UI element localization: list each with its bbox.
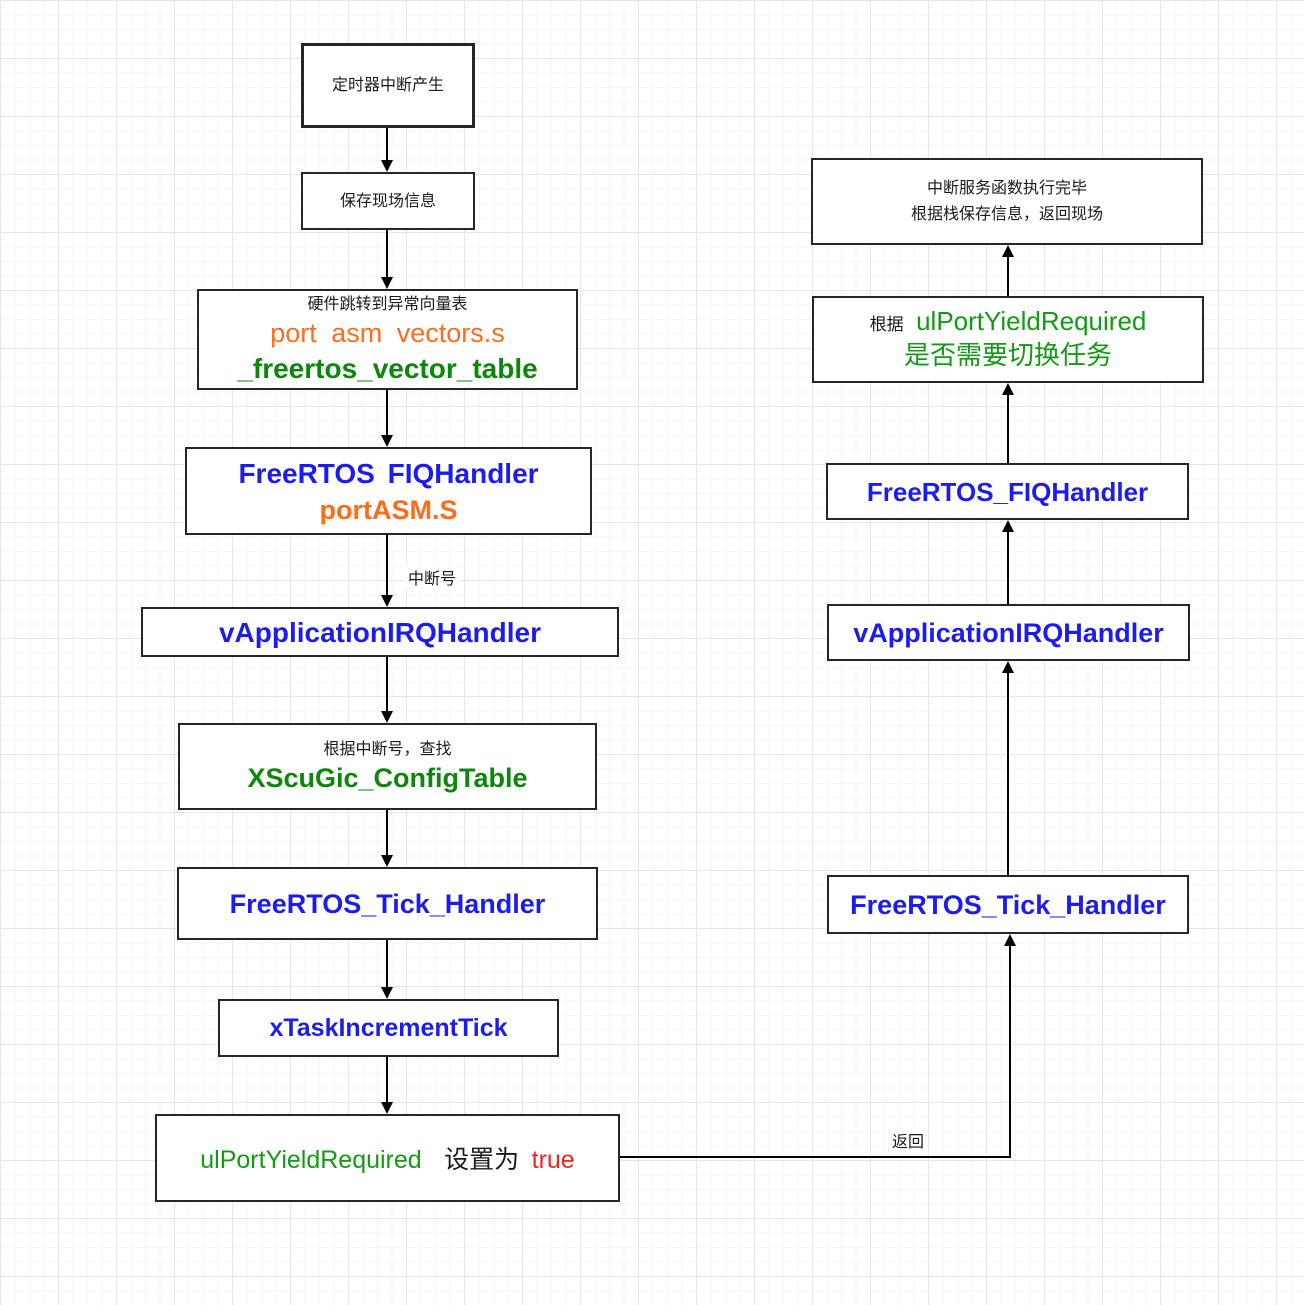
node-set-yield-required: ulPortYieldRequired 设置为 true bbox=[155, 1114, 620, 1202]
arrow-save-to-vector bbox=[381, 230, 393, 289]
node-isr-complete-line1: 中断服务函数执行完毕 bbox=[926, 179, 1087, 197]
arrow-irqreturn-to-fiqreturn bbox=[1002, 520, 1014, 604]
check-yield-var: ulPortYieldRequired bbox=[916, 306, 1147, 336]
arrow-config-to-tick bbox=[381, 810, 393, 867]
node-save-context: 保存现场信息 bbox=[301, 172, 475, 230]
arrow-vector-to-fiq bbox=[381, 390, 393, 447]
node-timer-interrupt: 定时器中断产生 bbox=[301, 43, 475, 128]
node-freertos-fiq-handler-return: FreeRTOS_FIQHandler bbox=[826, 463, 1189, 520]
connector-return-horizontal bbox=[620, 1156, 1011, 1158]
node-timer-interrupt-label: 定时器中断产生 bbox=[331, 77, 444, 94]
node-freertos-tick-handler-return: FreeRTOS_Tick_Handler bbox=[827, 875, 1189, 934]
node-xscugic-config-table-title: 根据中断号，查找 bbox=[323, 740, 452, 758]
check-yield-prefix: 根据 bbox=[869, 315, 904, 334]
edge-label-interrupt-number: 中断号 bbox=[405, 565, 460, 589]
node-check-yield-line2: 是否需要切换任务 bbox=[903, 340, 1112, 370]
node-freertos-tick-handler: FreeRTOS_Tick_Handler bbox=[177, 867, 598, 940]
node-vector-table-file: port asm vectors.s bbox=[270, 317, 505, 348]
node-vapplication-irq-handler: vApplicationIRQHandler bbox=[141, 607, 619, 657]
arrow-irq-to-config bbox=[381, 657, 393, 723]
arrow-tick-to-increment bbox=[381, 940, 393, 999]
arrow-checkyield-to-isrcomplete bbox=[1002, 245, 1014, 296]
arrow-fiqreturn-to-checkyield bbox=[1002, 383, 1014, 463]
arrow-timer-to-save bbox=[381, 128, 393, 172]
node-isr-complete-line2: 根据栈保存信息，返回现场 bbox=[910, 205, 1103, 223]
arrow-increment-to-yield bbox=[381, 1057, 393, 1114]
node-check-yield-line1: 根据 ulPortYieldRequired bbox=[870, 306, 1147, 337]
true-value: true bbox=[531, 1146, 575, 1174]
node-vapplication-irq-handler-label: vApplicationIRQHandler bbox=[218, 616, 542, 648]
node-xscugic-config-table-symbol: XScuGic_ConfigTable bbox=[247, 762, 528, 793]
edge-label-return: 返回 bbox=[889, 1128, 928, 1152]
node-vapplication-irq-handler-return: vApplicationIRQHandler bbox=[827, 604, 1190, 661]
arrow-fiq-to-irq bbox=[381, 535, 393, 607]
node-check-yield-required: 根据 ulPortYieldRequired 是否需要切换任务 bbox=[812, 296, 1204, 383]
node-isr-complete-return: 中断服务函数执行完毕 根据栈保存信息，返回现场 bbox=[811, 158, 1203, 245]
node-freertos-fiq-handler-return-label: FreeRTOS_FIQHandler bbox=[866, 476, 1149, 507]
node-vector-table-title: 硬件跳转到异常向量表 bbox=[307, 295, 468, 313]
node-freertos-tick-handler-label: FreeRTOS_Tick_Handler bbox=[229, 888, 546, 919]
node-xtask-increment-tick: xTaskIncrementTick bbox=[218, 999, 559, 1057]
node-vapplication-irq-handler-return-label: vApplicationIRQHandler bbox=[853, 617, 1164, 648]
node-xscugic-config-table: 根据中断号，查找 XScuGic_ConfigTable bbox=[178, 723, 597, 810]
arrow-tickreturn-to-irqreturn bbox=[1002, 661, 1014, 875]
node-vector-table-symbol: _freertos_vector_table bbox=[237, 352, 538, 384]
set-to-text: 设置为 bbox=[444, 1146, 520, 1174]
connector-return-vertical-arrow bbox=[1004, 934, 1016, 1157]
node-freertos-tick-handler-return-label: FreeRTOS_Tick_Handler bbox=[850, 889, 1166, 920]
node-set-yield-required-line: ulPortYieldRequired 设置为 true bbox=[200, 1140, 574, 1176]
yield-required-var: ulPortYieldRequired bbox=[200, 1146, 422, 1174]
node-fiq-handler-entry-file: portASM.S bbox=[319, 494, 458, 525]
node-xtask-increment-tick-label: xTaskIncrementTick bbox=[269, 1013, 508, 1042]
node-fiq-handler-entry: FreeRTOS FIQHandler portASM.S bbox=[185, 447, 592, 535]
node-vector-table: 硬件跳转到异常向量表 port asm vectors.s _freertos_… bbox=[197, 289, 578, 390]
node-save-context-label: 保存现场信息 bbox=[339, 192, 436, 210]
node-fiq-handler-entry-label: FreeRTOS FIQHandler bbox=[238, 457, 539, 489]
